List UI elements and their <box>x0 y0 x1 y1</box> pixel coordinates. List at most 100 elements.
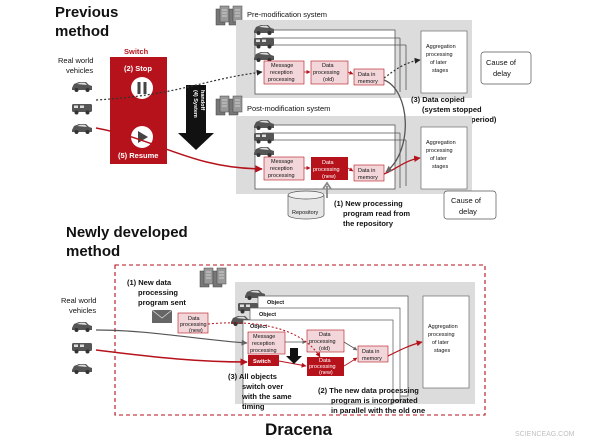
delay-label-bottom-line2: delay <box>459 207 477 216</box>
agg-label-line4: stages <box>432 68 448 74</box>
old-label-line3: (old) <box>323 77 334 83</box>
data-in-memory-box-new <box>357 345 389 363</box>
old-new-line2: processing <box>309 339 336 345</box>
server-icon <box>228 95 243 116</box>
new-program-label-line2: program read from <box>343 209 410 218</box>
msg-label-line2: reception <box>270 70 293 76</box>
newb-line2: processing <box>309 364 336 370</box>
message-reception-box-pre <box>263 60 305 85</box>
mem-new-line1: Data in <box>362 349 379 355</box>
handoff-label-line1: (4) System <box>192 90 198 118</box>
new-program-label-line3: the repository <box>343 219 394 228</box>
agg-post-line2: processing <box>426 148 453 154</box>
data-processing-old-box <box>310 60 349 85</box>
car-icon <box>72 364 92 374</box>
data-in-memory-box-post <box>353 164 385 182</box>
cause-of-delay-callout-top <box>480 51 532 85</box>
mem-label-line1: Data in <box>358 72 375 78</box>
mem-label-line2: memory <box>358 79 378 85</box>
newly-developed-method-section: Newly developed method Real world vehicl… <box>61 224 575 439</box>
handoff-arrow <box>178 85 214 150</box>
old-label-line1: Data <box>322 63 335 69</box>
object-label-2: Object <box>259 312 276 318</box>
message-reception-box-new <box>247 331 286 355</box>
sent-box-line3: (new) <box>189 328 203 334</box>
agg-label-line2: processing <box>426 52 453 58</box>
vehicles-bottom-line2: vehicles <box>69 306 96 315</box>
watermark: SCIENCEAG.COM <box>515 431 575 438</box>
old-new-line3: (old) <box>319 346 330 352</box>
newb-line1: Data <box>319 358 332 364</box>
dracena-brand: Dracena <box>265 420 333 439</box>
agg-post-line1: Aggregation <box>426 140 456 146</box>
sent-box-line1: Data <box>188 316 201 322</box>
vehicles-bottom-line1: Real world <box>61 296 96 305</box>
new-label-line3: (new) <box>322 174 336 180</box>
vehicles-label-line2: vehicles <box>66 66 93 75</box>
old-new-line1: Data <box>319 332 332 338</box>
msg-new-line1: Message <box>253 334 275 340</box>
server-icon <box>215 95 230 116</box>
post-modification-title: Post-modification system <box>247 104 330 113</box>
vehicles-label-line1: Real world <box>58 56 93 65</box>
agg-new-line4: stages <box>434 348 450 354</box>
resume-label: (5) Resume <box>118 151 158 160</box>
message-reception-box-post <box>263 156 305 181</box>
new-method-heading-line1: Newly developed <box>66 224 188 241</box>
parallel-line2: program is incorporated <box>331 396 418 405</box>
handoff-label-line2: handoff <box>199 90 205 110</box>
msg-post-line1: Message <box>271 159 293 165</box>
msg-post-line2: reception <box>270 166 293 172</box>
previous-method-heading-line1: Previous <box>55 4 118 21</box>
sent-label-line2: processing <box>138 288 178 297</box>
aggregation-box-new <box>422 295 470 389</box>
pre-modification-title: Pre-modification system <box>247 10 327 19</box>
previous-method-section: Previous method Real world vehicles Swit… <box>55 4 532 228</box>
mem-post-line2: memory <box>358 175 378 181</box>
aggregation-box-post <box>420 126 468 190</box>
mem-new-line2: memory <box>362 356 382 362</box>
all-objects-line1: (3) All objects <box>228 372 277 381</box>
all-objects-line3: with the same <box>241 392 292 401</box>
msg-label-line1: Message <box>271 63 293 69</box>
newb-line3: (new) <box>319 370 333 376</box>
server-icon <box>212 267 227 288</box>
car-icon <box>72 82 92 92</box>
new-input-line <box>95 127 263 173</box>
switch-box <box>110 57 167 164</box>
msg-label-line3: processing <box>268 77 295 83</box>
all-objects-line2: switch over <box>242 382 283 391</box>
new-label-line2: processing <box>313 167 340 173</box>
object-label-3: Object <box>250 324 267 330</box>
delay-label-top-line1: Cause of <box>486 58 517 67</box>
parallel-line3: in parallel with the old one <box>331 406 425 415</box>
switch-button-new <box>248 355 279 366</box>
sent-program-box <box>177 312 209 334</box>
object-label-1: Object <box>267 300 284 306</box>
pause-icon <box>131 77 153 99</box>
data-processing-new-box <box>311 157 348 180</box>
all-objects-line4: timing <box>242 402 265 411</box>
agg-post-line3: of later <box>430 156 447 162</box>
new-program-label-line1: (1) New processing <box>334 199 403 208</box>
parallel-line1: (2) The new data processing <box>318 386 419 395</box>
aggregation-box-pre <box>420 30 468 94</box>
step-arrow-icon <box>286 348 302 364</box>
data-copy-arrow <box>383 79 406 173</box>
previous-method-heading-line2: method <box>55 23 109 40</box>
sent-box-line2: processing <box>180 322 207 328</box>
agg-new-line1: Aggregation <box>428 324 458 330</box>
repository-label: Repository <box>292 210 319 216</box>
msg-new-line3: processing <box>250 348 277 354</box>
old-label-line2: processing <box>313 70 340 76</box>
cause-of-delay-callout-bottom <box>443 190 497 220</box>
agg-new-line3: of later <box>432 340 449 346</box>
car-icon <box>72 124 92 134</box>
stop-label: (2) Stop <box>124 64 152 73</box>
old-input-line <box>95 69 263 101</box>
switch-new-label: Switch <box>253 359 271 365</box>
input-line-gray <box>95 329 248 346</box>
input-line-red <box>95 349 248 366</box>
agg-label-line1: Aggregation <box>426 44 456 50</box>
data-processing-new-box-new <box>307 357 344 376</box>
